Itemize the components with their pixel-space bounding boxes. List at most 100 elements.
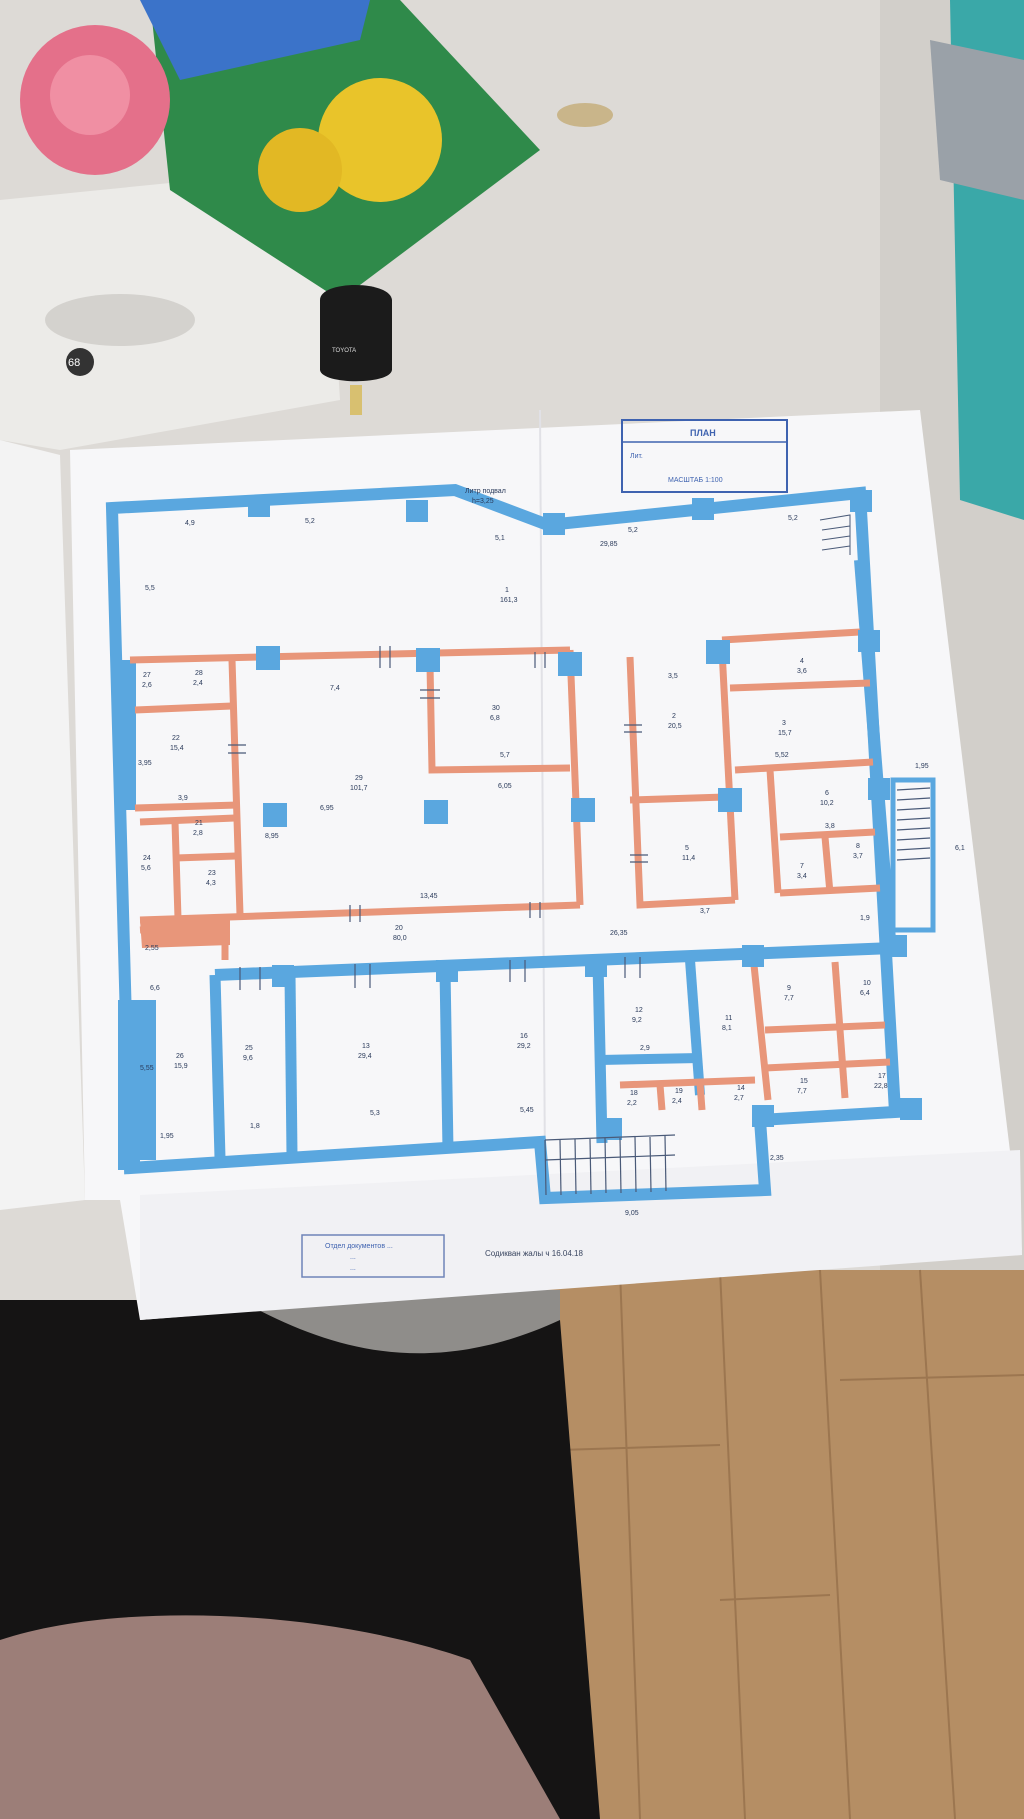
- room-area: 2,7: [734, 1095, 744, 1102]
- room-area: 20,5: [668, 723, 682, 730]
- room-wall-blue: [592, 962, 608, 1144]
- dim-label: 3,95: [138, 760, 152, 767]
- room-id: 13: [362, 1043, 370, 1050]
- dim-label: 5,3: [370, 1110, 380, 1117]
- dim-label: 1,95: [160, 1133, 174, 1140]
- dim-label: 6,05: [498, 783, 512, 790]
- room-id: 25: [245, 1045, 253, 1052]
- room-area: 7,7: [784, 995, 794, 1002]
- plan-labels: Литр подвал h=3,25 4,9 5,2 5,1 5,2 5,2 2…: [138, 488, 965, 1217]
- column-pillar: [122, 660, 136, 810]
- dim-label: 29,85: [600, 541, 618, 548]
- dim-label: 3,5: [668, 673, 678, 680]
- stamp-line-3: МАСШТАБ 1:100: [668, 477, 723, 484]
- bag-number: 68: [68, 357, 80, 369]
- column-pillar: [263, 803, 287, 827]
- corridor-wall: [214, 942, 894, 981]
- wood-planks: [559, 1269, 1024, 1819]
- room-id: 7: [800, 863, 804, 870]
- room-id: 18: [630, 1090, 638, 1097]
- column-pillar: [256, 646, 280, 670]
- room-id: 22: [172, 735, 180, 742]
- dim-label: 5,2: [305, 518, 315, 525]
- room-area: 2,2: [627, 1100, 637, 1107]
- room-area: 9,6: [243, 1055, 253, 1062]
- room-area: 6,8: [490, 715, 500, 722]
- room-area: 5,6: [141, 865, 151, 872]
- staircase-icon: [544, 1134, 676, 1196]
- room-id: 24: [143, 855, 151, 862]
- room-wall-blue: [599, 1053, 701, 1065]
- column-pillar: [600, 1118, 622, 1140]
- yellow-flower-icon: [258, 128, 342, 212]
- room-area: 2,4: [193, 680, 203, 687]
- room-id: 29: [355, 775, 363, 782]
- column-pillar: [416, 648, 440, 672]
- column-pillar: [706, 640, 730, 664]
- column-pillar: [850, 490, 872, 512]
- dim-label: 5,5: [145, 585, 155, 592]
- column-pillar: [752, 1105, 774, 1127]
- room-area: 161,3: [500, 597, 518, 604]
- dim-label: 5,55: [140, 1065, 154, 1072]
- room-id: 17: [878, 1073, 886, 1080]
- room-id: 23: [208, 870, 216, 877]
- room-area: 6,4: [860, 990, 870, 997]
- column-pillar: [571, 798, 595, 822]
- column-pillar: [543, 513, 565, 535]
- column-pillar: [248, 495, 270, 517]
- column-pillar: [118, 1000, 156, 1160]
- yellow-flower-icon: [318, 78, 442, 202]
- column-pillar: [558, 652, 582, 676]
- signature-box: Отдел документов ... ... ...: [301, 1234, 445, 1278]
- dim-label: 5,1: [495, 535, 505, 542]
- room-area: 8,1: [722, 1025, 732, 1032]
- room-area: 15,4: [170, 745, 184, 752]
- dim-label: 2,9: [640, 1045, 650, 1052]
- dim-label: 2,55: [145, 945, 159, 952]
- room-area: 3,7: [853, 853, 863, 860]
- stamp-line-2: Лит.: [630, 453, 643, 460]
- wood-floor: [540, 1270, 1024, 1819]
- stamp-seal: ПЛАН Лит. МАСШТАБ 1:100: [621, 419, 788, 493]
- bag-handle-hole: [45, 294, 195, 346]
- room-id: 4: [800, 658, 804, 665]
- column-pillar: [692, 498, 714, 520]
- room-id: 3: [782, 720, 786, 727]
- room-id: 8: [856, 843, 860, 850]
- dim-label: 3,8: [825, 823, 835, 830]
- table-stain: [557, 103, 613, 127]
- door-openings: [228, 646, 648, 990]
- room-id: 28: [195, 670, 203, 677]
- stamp-line-1: ПЛАН: [690, 428, 716, 438]
- sign-box-line-2: ...: [350, 1254, 356, 1261]
- header-note-2: h=3,25: [472, 498, 494, 505]
- dim-label: 2,35: [770, 1155, 784, 1162]
- dim-label: 3,9: [178, 795, 188, 802]
- dim-label: 1,95: [915, 763, 929, 770]
- column-pillar: [436, 960, 458, 982]
- dim-label: 5,45: [520, 1107, 534, 1114]
- room-id: 21: [195, 820, 203, 827]
- dim-label: 5,2: [628, 527, 638, 534]
- column-pillar: [900, 1098, 922, 1120]
- key-fob-brand: TOYOTA: [332, 348, 356, 354]
- blue-bag: [140, 0, 370, 80]
- room-wall-blue: [284, 974, 298, 1156]
- staircase-icon: [890, 777, 936, 933]
- dim-label: 6,6: [150, 985, 160, 992]
- room-wall-blue: [209, 974, 226, 1159]
- room-area: 4,3: [206, 880, 216, 887]
- column-pillar: [406, 500, 428, 522]
- sign-box-line-1: Отдел документов ...: [325, 1243, 393, 1250]
- room-area: 15,9: [174, 1063, 188, 1070]
- room-id: 12: [635, 1007, 643, 1014]
- dim-label: 5,52: [775, 752, 789, 759]
- room-id: 20: [395, 925, 403, 932]
- column-pillar: [868, 778, 890, 800]
- pink-fabric: [0, 1615, 560, 1819]
- room-id: 15: [800, 1078, 808, 1085]
- dim-label: 8,95: [265, 833, 279, 840]
- room-id: 2: [672, 713, 676, 720]
